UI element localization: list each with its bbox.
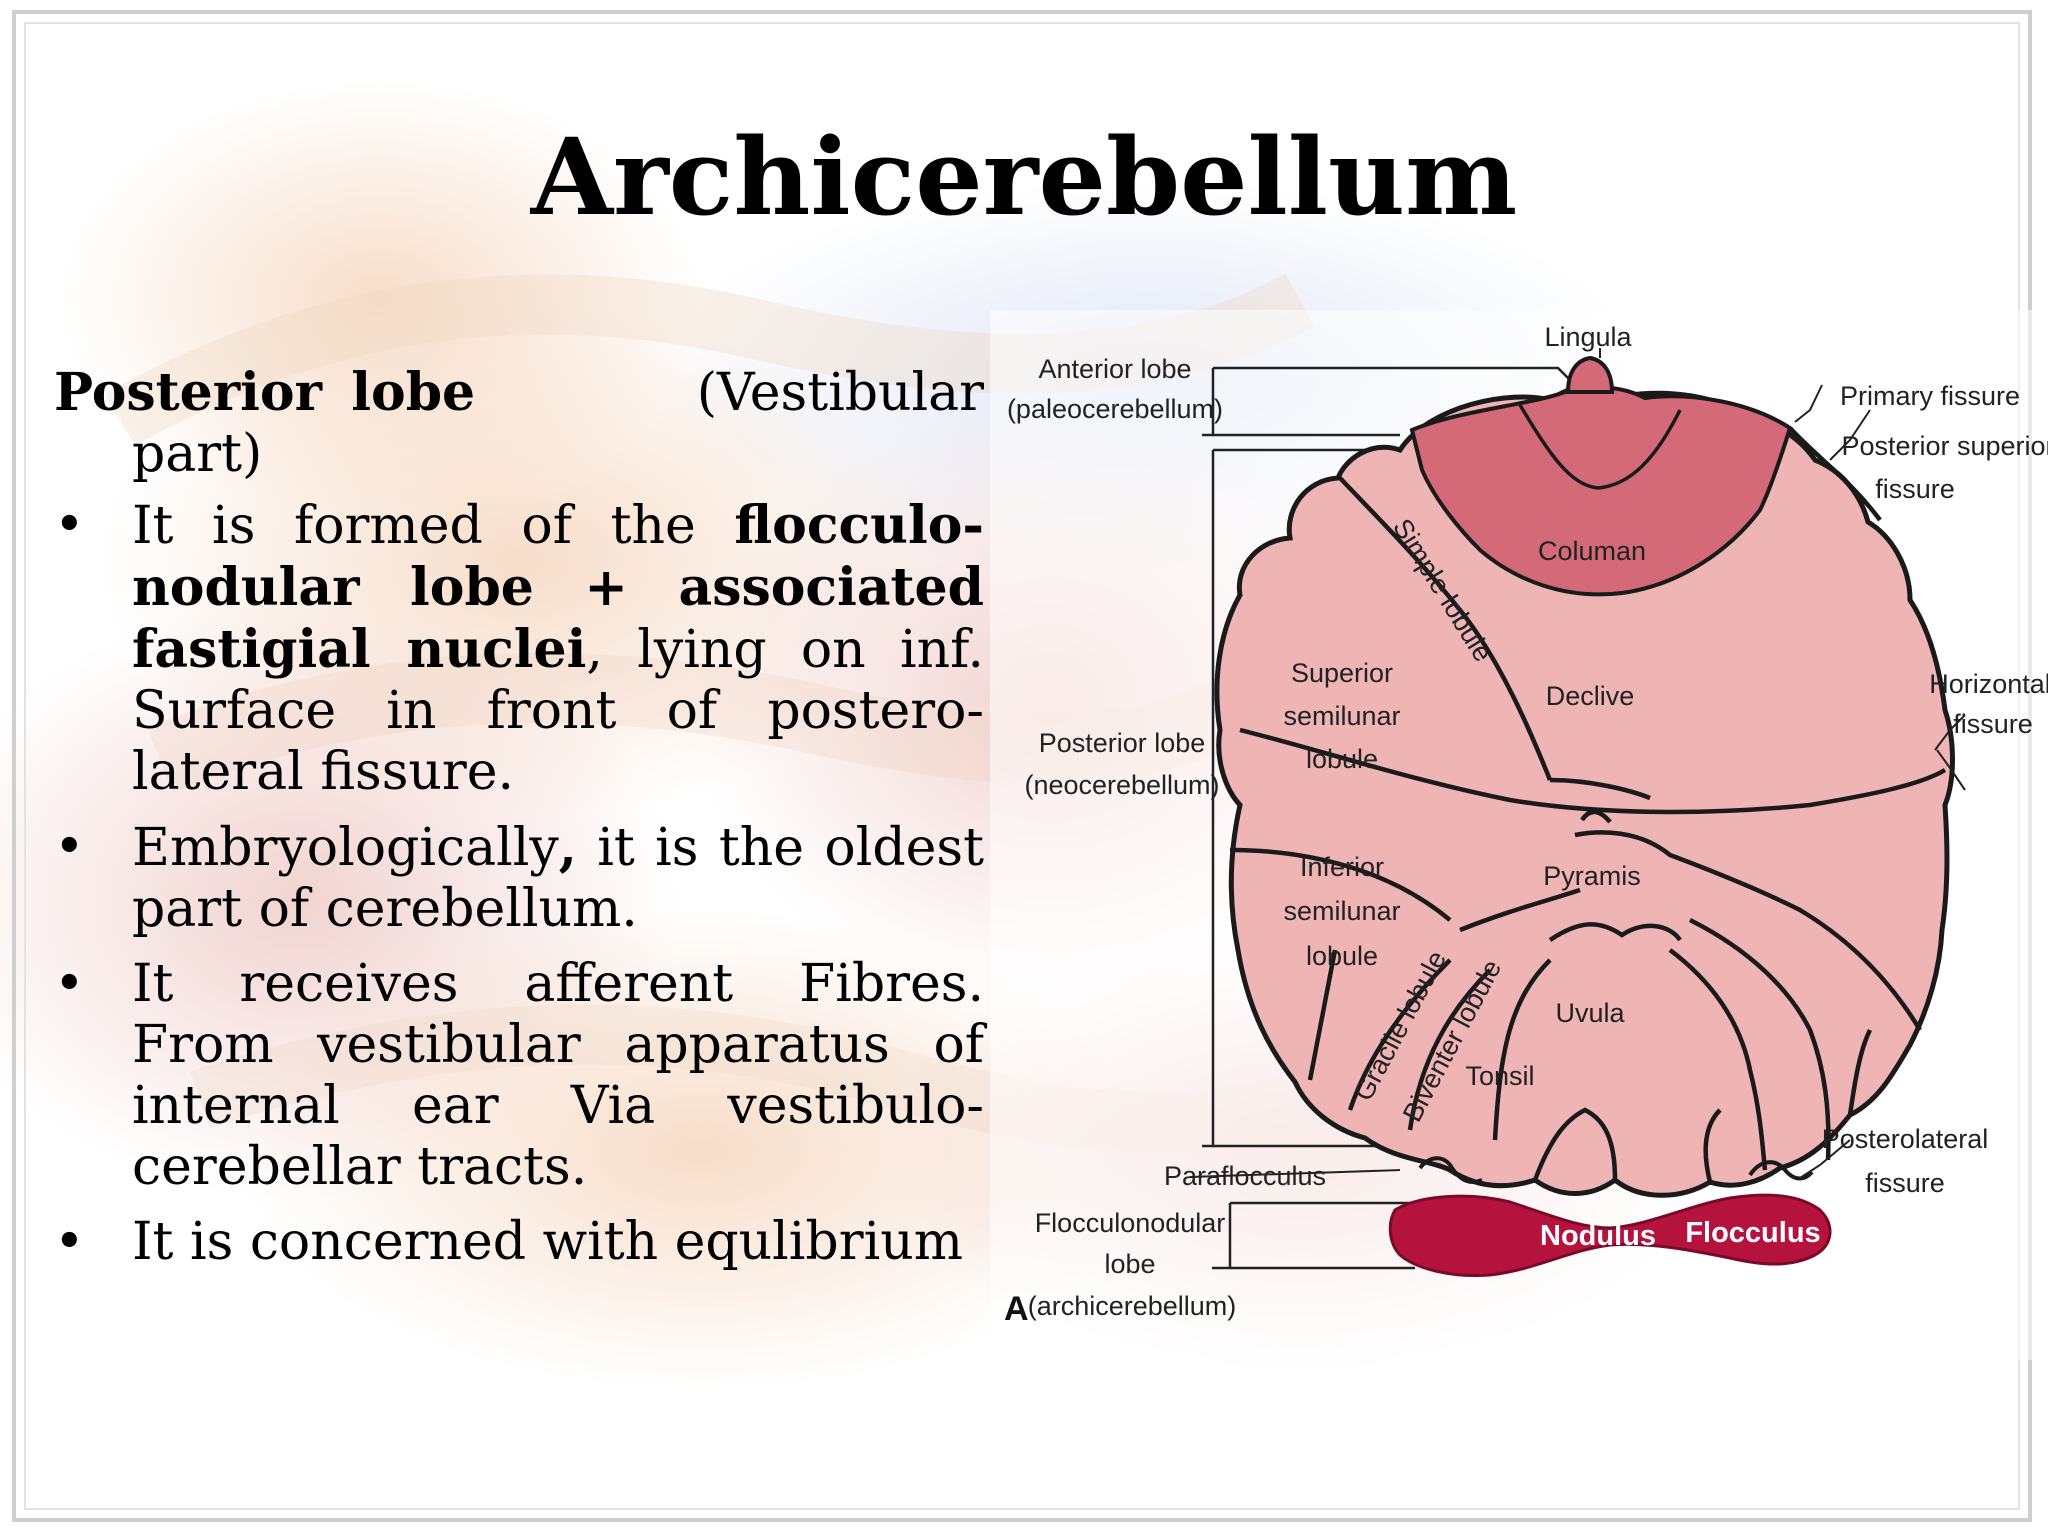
nodulus-flocculus-band <box>1388 1193 1832 1278</box>
label-inferior-lobule: lobule <box>1306 941 1378 971</box>
bullet-icon: • <box>54 817 85 877</box>
list-item: • It is formed of the flocculo-nodular lo… <box>54 495 984 803</box>
label-declive: Declive <box>1546 681 1635 711</box>
label-posterior-lobe: Posterior lobe <box>1039 728 1206 758</box>
list-item: • Embryologically, it is the oldest part … <box>54 817 984 940</box>
label-pyramis: Pyramis <box>1543 861 1641 891</box>
label-lingula: Lingula <box>1544 322 1632 352</box>
bullet-icon: • <box>54 954 85 1014</box>
label-tonsil: Tonsil <box>1465 1061 1534 1091</box>
label-inferior: Inferior <box>1300 852 1384 882</box>
label-superior-semilunar: semilunar <box>1283 701 1400 731</box>
bullet-text: Embryologically <box>132 818 559 878</box>
label-anterior-lobe: Anterior lobe <box>1038 354 1191 384</box>
text-column: Posterior lobe (Vestibular part) • It is … <box>54 362 984 1287</box>
bullet-text: it is the oldest part of cerebellum. <box>132 818 984 939</box>
list-item: • It is concerned with equlibrium <box>54 1212 984 1273</box>
label-primary-fissure: Primary fissure <box>1840 381 2020 411</box>
label-paraflocculus: Paraflocculus <box>1164 1161 1326 1191</box>
heading-normal: (Vestibular part) <box>132 363 985 484</box>
label-posterolateral: Posterolateral <box>1822 1124 1989 1154</box>
heading-bold: Posterior lobe <box>54 362 476 423</box>
label-posterolateral-sub: fissure <box>1865 1168 1945 1198</box>
pointer-lines <box>1189 348 1966 1179</box>
fissure-lines <box>1229 426 1947 1183</box>
label-inferior-semilunar: semilunar <box>1283 896 1400 926</box>
label-posterior-lobe-sub: (neocerebellum) <box>1024 770 1219 800</box>
label-flocculonodular-sub: (archicerebellum) <box>1028 1291 1237 1321</box>
lingula <box>1565 355 1615 394</box>
slide-title: Archicerebellum <box>530 114 1518 239</box>
label-horizontal: Horizontal <box>1929 669 2048 699</box>
bullet-list: • It is formed of the flocculo-nodular lo… <box>54 495 984 1273</box>
paraflocculus-fold-left <box>1418 1156 1483 1184</box>
bullet-text: , lying on inf. Surface in front of post… <box>132 620 984 802</box>
label-columan: Columan <box>1538 536 1646 566</box>
bullet-bold-text: flocculo-nodular lobe + associated fasti… <box>132 495 984 680</box>
label-nodulus: Nodulus <box>1540 1220 1656 1252</box>
list-item: • It receives afferent Fibres. From vesti… <box>54 954 984 1198</box>
panel-letter: A <box>1004 1290 1029 1328</box>
bullet-icon: • <box>54 495 85 555</box>
bullet-text: It receives afferent Fibres. From vestib… <box>132 954 984 1197</box>
label-superior: Superior <box>1291 658 1393 688</box>
label-posterior-superior: Posterior superior <box>1841 431 2048 461</box>
label-posterior-superior-sub: fissure <box>1875 474 1955 504</box>
label-superior-lobule: lobule <box>1306 744 1378 774</box>
label-uvula: Uvula <box>1555 998 1625 1028</box>
bullet-text: It is formed of the <box>132 496 735 556</box>
bullet-bold-text: , <box>558 817 577 878</box>
section-heading: Posterior lobe (Vestibular part) <box>54 362 984 485</box>
cerebellum-diagram: Anterior lobe (paleocerebellum) Posterio… <box>990 310 2048 1360</box>
bullet-text: It is concerned with equlibrium <box>132 1212 964 1272</box>
paraflocculus-fold-right <box>1748 1160 1814 1181</box>
bullet-icon: • <box>54 1212 85 1272</box>
label-horizontal-sub: fissure <box>1953 709 2033 739</box>
label-flocculonodular-lobe: lobe <box>1104 1249 1155 1279</box>
label-flocculus: Flocculus <box>1685 1217 1820 1249</box>
cerebellum-body <box>1214 384 1955 1198</box>
label-anterior-lobe-sub: (paleocerebellum) <box>1007 394 1223 424</box>
label-flocculonodular: Flocculonodular <box>1035 1208 1226 1238</box>
